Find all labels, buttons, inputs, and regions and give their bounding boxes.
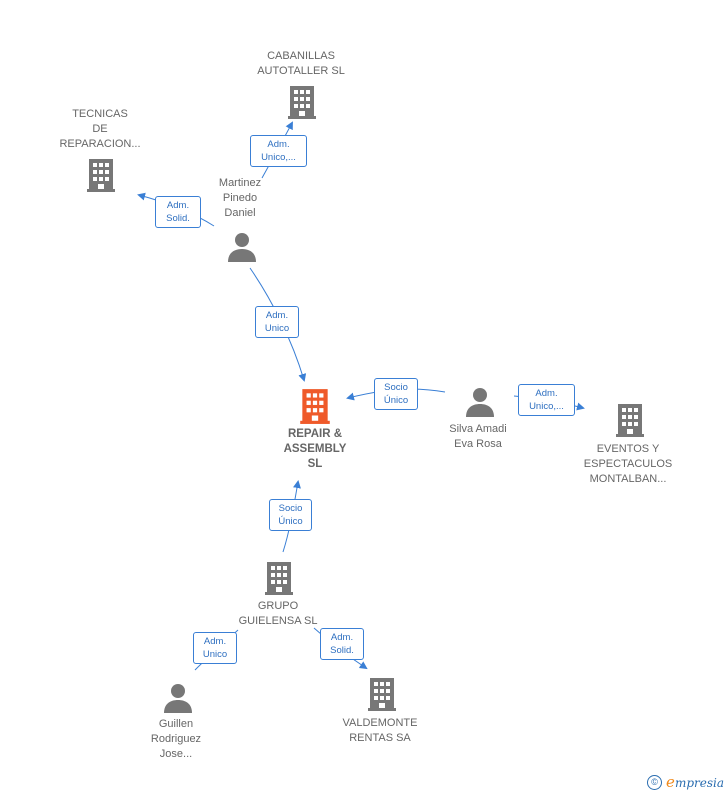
building-icon[interactable] — [263, 560, 295, 596]
node-label-martinez: Martinez Pinedo Daniel — [218, 177, 262, 219]
main-company-building-icon[interactable] — [298, 387, 332, 425]
node-label-tecnicas: TECNICAS DE REPARACION... — [59, 108, 141, 150]
edge-label-silva-eventos[interactable]: Adm. Unico,... — [518, 384, 575, 416]
brand-logo[interactable]: empresia — [666, 773, 724, 791]
edge-label-martinez-repair[interactable]: Adm. Unico — [255, 306, 299, 338]
edge-label-silva-repair[interactable]: Socio Único — [374, 378, 418, 410]
building-icon[interactable] — [614, 402, 646, 438]
node-label-grupo: GRUPO GUIELENSA SL — [238, 600, 318, 627]
building-icon[interactable] — [85, 157, 117, 193]
building-icon[interactable] — [366, 676, 398, 712]
building-icon[interactable] — [286, 84, 318, 120]
node-label-repair: REPAIR & ASSEMBLY SL — [283, 428, 347, 470]
node-label-eventos: EVENTOS Y ESPECTACULOS MONTALBAN... — [583, 443, 673, 485]
node-label-guillen: Guillen Rodriguez Jose... — [150, 718, 202, 760]
person-icon[interactable] — [464, 386, 496, 418]
edge-label-grupo-valdemonte[interactable]: Adm. Solid. — [320, 628, 364, 660]
footer-brand: © empresia — [647, 773, 724, 791]
person-icon[interactable] — [162, 682, 194, 714]
copyright-icon: © — [647, 774, 663, 790]
node-label-cabanillas: CABANILLAS AUTOTALLER SL — [257, 50, 345, 77]
edge-label-martinez-cabanillas[interactable]: Adm. Unico,... — [250, 135, 307, 167]
node-label-valdemonte: VALDEMONTE RENTAS SA — [342, 717, 418, 744]
edge-label-guillen-grupo[interactable]: Adm. Unico — [193, 632, 237, 664]
node-label-silva: Silva Amadi Eva Rosa — [449, 423, 507, 450]
person-icon[interactable] — [226, 231, 258, 263]
edge-label-martinez-tecnicas[interactable]: Adm. Solid. — [155, 196, 201, 228]
edge-label-grupo-repair[interactable]: Socio Único — [269, 499, 312, 531]
